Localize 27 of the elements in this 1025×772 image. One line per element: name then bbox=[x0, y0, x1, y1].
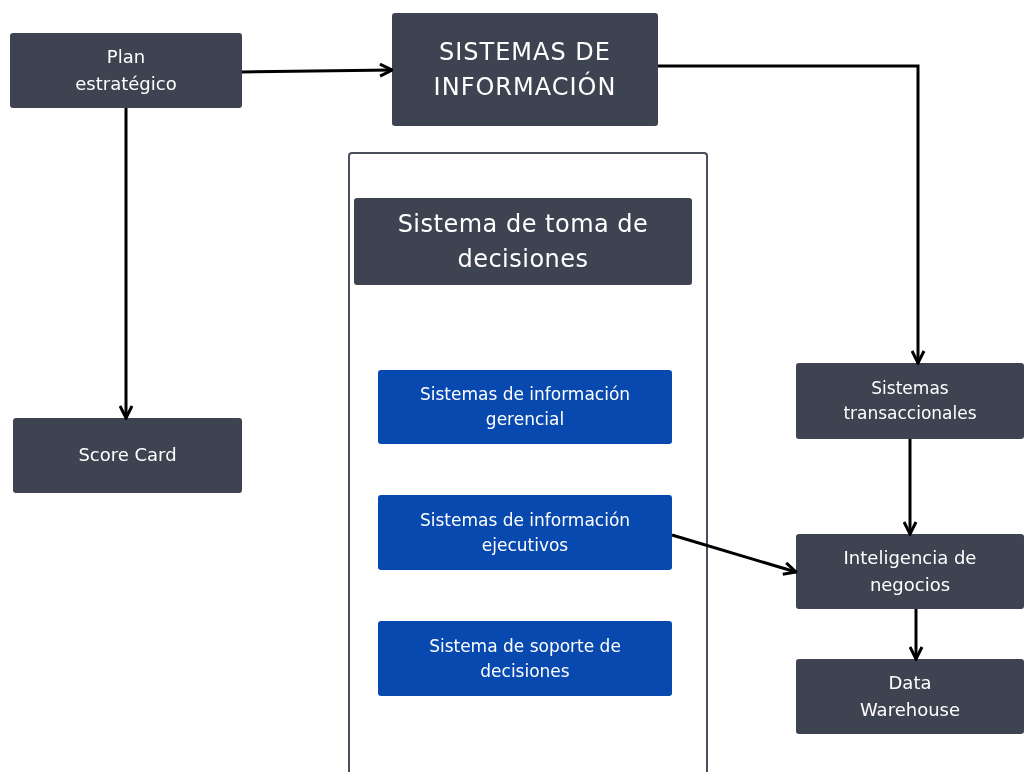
process-box bbox=[796, 534, 1024, 609]
box-label: Inteligencia de negocios bbox=[842, 546, 978, 597]
process-box bbox=[354, 198, 692, 285]
box-label: Plan estratégico bbox=[74, 45, 178, 96]
process-box bbox=[796, 659, 1024, 734]
box-label: Data Warehouse bbox=[858, 671, 961, 722]
box-label: Sistemas transaccionales bbox=[842, 377, 978, 425]
process-box bbox=[13, 418, 242, 493]
arrow bbox=[908, 609, 924, 661]
process-box bbox=[378, 495, 672, 570]
box-label: Score Card bbox=[78, 443, 177, 468]
process-box bbox=[796, 363, 1024, 439]
group-frame bbox=[348, 152, 708, 772]
process-box bbox=[378, 621, 672, 696]
process-box bbox=[378, 370, 672, 444]
box-label: Sistema de toma de decisiones bbox=[396, 208, 650, 275]
box-label: Sistema de soporte de decisiones bbox=[428, 634, 622, 683]
box-label: Sistemas de información gerencial bbox=[418, 383, 632, 431]
arrow bbox=[671, 533, 798, 576]
arrow bbox=[658, 64, 926, 365]
box-label: Sistemas de información ejecutivos bbox=[418, 508, 632, 557]
box-label: SISTEMAS DE INFORMACIÓN bbox=[432, 36, 618, 103]
process-box bbox=[392, 13, 658, 126]
arrow bbox=[241, 62, 394, 78]
arrow bbox=[118, 108, 134, 420]
process-box bbox=[10, 33, 242, 108]
arrow bbox=[902, 439, 918, 536]
